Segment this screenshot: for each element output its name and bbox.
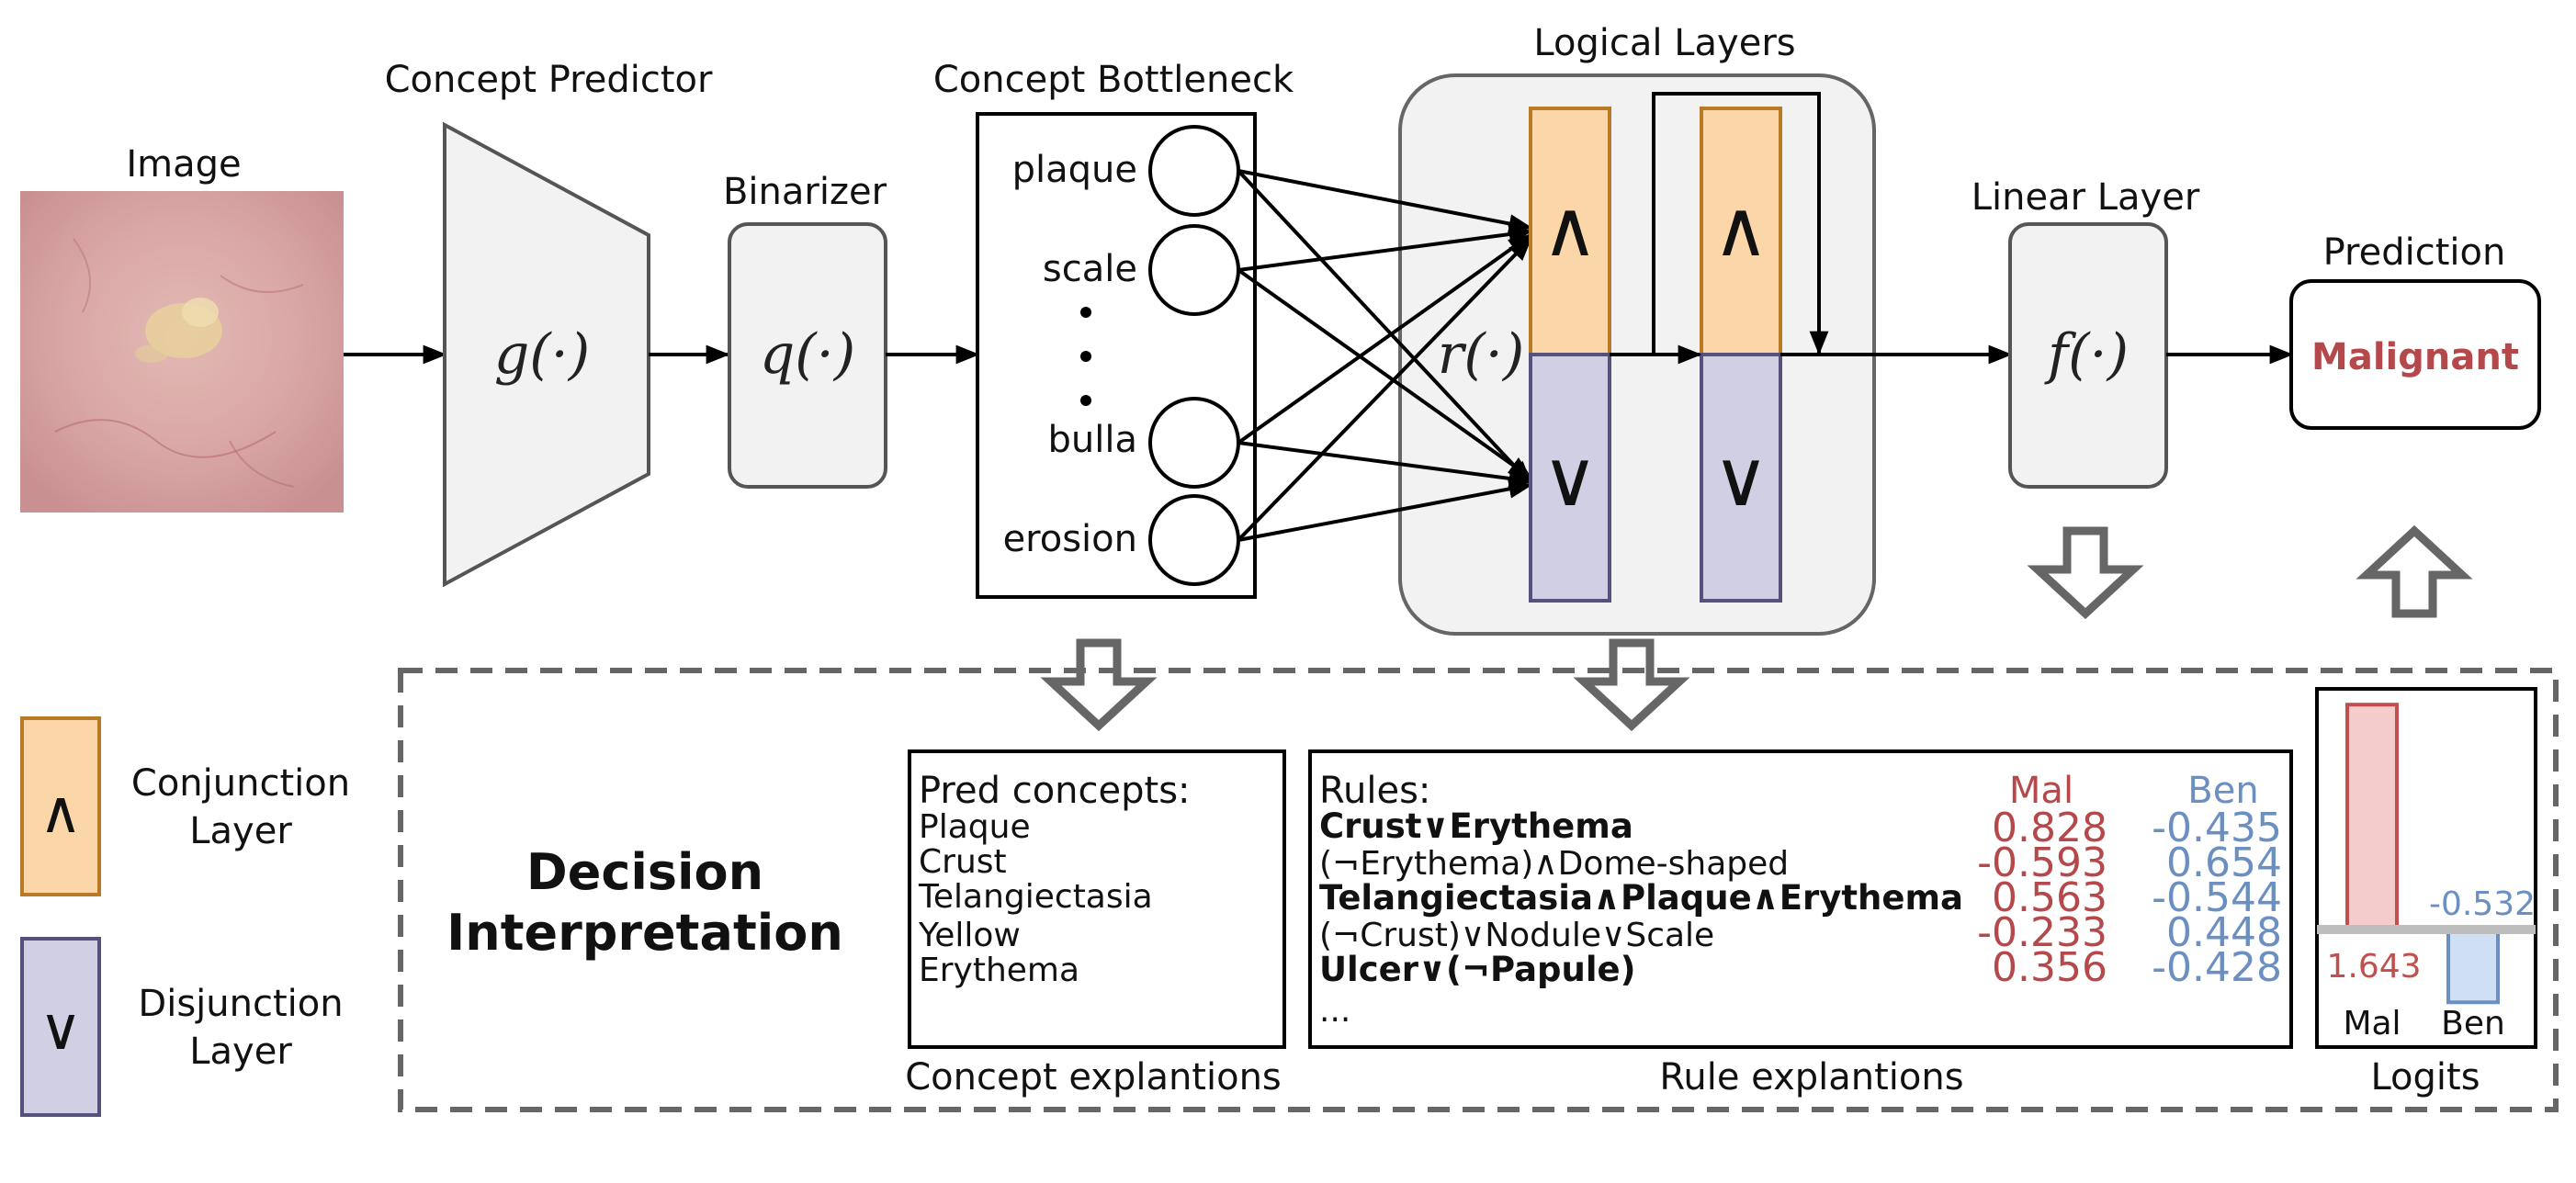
f-function-label: f(·) bbox=[2044, 322, 2129, 387]
logical-layers-title: Logical Layers bbox=[1533, 22, 1795, 64]
and-symbol-1: ∧ bbox=[1542, 184, 1598, 274]
rule-row: (¬Erythema)∧Dome-shaped -0.593 0.654 bbox=[1319, 839, 2282, 886]
hollow-arrow-down-bottleneck bbox=[1040, 638, 1158, 732]
disjunction-bar-1 bbox=[1529, 353, 1611, 603]
legend-conjunction-swatch bbox=[20, 716, 101, 896]
hollow-arrow-down-linear bbox=[2027, 526, 2144, 620]
rule-row: Telangiectasia∧Plaque∧Erythema 0.563 -0.… bbox=[1319, 874, 2282, 921]
legend-conjunction-line2: Layer bbox=[189, 810, 292, 852]
image-title: Image bbox=[126, 143, 241, 186]
logit-category-label: Ben bbox=[2441, 1005, 2505, 1042]
rule-mal-value: 0.356 bbox=[1992, 944, 2107, 991]
decision-title-line2: Interpretation bbox=[446, 904, 843, 962]
rule-text: (¬Erythema)∧Dome-shaped bbox=[1319, 845, 1789, 883]
legend-and-symbol: ∧ bbox=[40, 779, 83, 847]
logit-category-label: Mal bbox=[2343, 1005, 2401, 1042]
binarizer-title: Binarizer bbox=[723, 171, 887, 213]
rule-row: Ulcer∨(¬Papule) 0.356 -0.428 bbox=[1319, 944, 2282, 991]
legend-disjunction-swatch bbox=[20, 937, 101, 1117]
hollow-arrow-up-prediction bbox=[2356, 524, 2473, 618]
rule-explanations-box bbox=[1308, 749, 2293, 1049]
and-symbol-2: ∧ bbox=[1712, 184, 1768, 274]
ellipsis-dots bbox=[1080, 307, 1091, 406]
g-function-label: g(·) bbox=[494, 322, 590, 387]
q-function-label: q(·) bbox=[760, 322, 855, 387]
r-function-label: r(·) bbox=[1438, 322, 1525, 387]
pred-concept-item: Telangiectasia bbox=[918, 878, 1153, 916]
logit-bar-ben bbox=[2446, 928, 2500, 1005]
rule-ben-value: -0.435 bbox=[2152, 805, 2282, 851]
pred-concept-item: Crust bbox=[919, 843, 1007, 881]
concept-node-scale bbox=[1148, 224, 1240, 316]
prediction-value: Malignant bbox=[2311, 336, 2519, 378]
legend-disjunction-line1: Disjunction bbox=[138, 983, 343, 1025]
rule-text: Crust∨Erythema bbox=[1319, 806, 1633, 846]
rule-mal-value: 0.828 bbox=[1992, 805, 2107, 851]
legend-conjunction-line1: Conjunction bbox=[131, 762, 350, 805]
rule-row: Crust∨Erythema 0.828 -0.435 bbox=[1319, 805, 2282, 851]
decision-interpretation-frame bbox=[398, 668, 2559, 1112]
rule-ben-value: 0.448 bbox=[2166, 909, 2282, 956]
concept-node-plaque bbox=[1148, 125, 1240, 217]
prediction-box bbox=[2289, 279, 2541, 430]
rule-row: (¬Crust)∨Nodule∨Scale -0.233 0.448 bbox=[1319, 909, 2282, 956]
concept-label-bulla: bulla bbox=[1048, 419, 1137, 461]
legend-disjunction-line2: Layer bbox=[189, 1031, 292, 1073]
rule-text: Telangiectasia∧Plaque∧Erythema bbox=[1319, 878, 1963, 918]
skin-lesion-image bbox=[20, 191, 344, 513]
rule-text: Ulcer∨(¬Papule) bbox=[1319, 950, 1636, 989]
concept-predictor-shape bbox=[443, 121, 650, 588]
pred-concept-item: Erythema bbox=[919, 952, 1079, 989]
concept-predictor-title: Concept Predictor bbox=[385, 59, 713, 101]
concept-node-erosion bbox=[1148, 494, 1240, 586]
mal-column-header: Mal bbox=[2009, 770, 2073, 812]
logit-value-label: 1.643 bbox=[2326, 948, 2421, 986]
pred-concept-item: Plaque bbox=[919, 808, 1031, 846]
concept-explanations-box bbox=[908, 749, 1286, 1049]
rule-explanations-caption: Rule explantions bbox=[1659, 1056, 1963, 1098]
rule-text: (¬Crust)∨Nodule∨Scale bbox=[1319, 917, 1714, 954]
rules-header: Rules: bbox=[1319, 770, 1430, 812]
or-symbol-1: ∨ bbox=[1542, 434, 1598, 524]
or-symbol-2: ∨ bbox=[1712, 434, 1768, 524]
concept-label-erosion: erosion bbox=[1003, 518, 1137, 560]
rule-ben-value: -0.544 bbox=[2152, 874, 2282, 921]
rule-ben-value: -0.428 bbox=[2152, 944, 2282, 991]
logits-caption: Logits bbox=[2370, 1056, 2480, 1098]
pred-concept-item: Yellow bbox=[918, 917, 1021, 954]
linear-layer-title: Linear Layer bbox=[1972, 176, 2200, 219]
bottleneck-connections bbox=[1237, 169, 1533, 542]
concept-label-plaque: plaque bbox=[1012, 149, 1137, 191]
logit-bar-mal bbox=[2345, 703, 2399, 931]
logit-value-label: -0.532 bbox=[2429, 885, 2536, 923]
rule-mal-value: -0.593 bbox=[1977, 839, 2107, 886]
rule-mal-value: 0.563 bbox=[1992, 874, 2107, 921]
decision-title-line1: Decision bbox=[526, 843, 763, 901]
legend-or-symbol: ∨ bbox=[40, 996, 83, 1064]
concept-explanations-caption: Concept explantions bbox=[905, 1056, 1282, 1098]
skip-connection-arrow bbox=[1652, 92, 1829, 355]
rule-ben-value: 0.654 bbox=[2166, 839, 2282, 886]
hollow-arrow-down-logical bbox=[1573, 638, 1690, 732]
ben-column-header: Ben bbox=[2187, 770, 2258, 812]
bottleneck-title: Concept Bottleneck bbox=[933, 59, 1294, 101]
concept-label-scale: scale bbox=[1043, 248, 1137, 290]
prediction-title: Prediction bbox=[2323, 231, 2506, 274]
rule-mal-value: -0.233 bbox=[1977, 909, 2107, 956]
concept-node-bulla bbox=[1148, 397, 1240, 489]
pred-concepts-header: Pred concepts: bbox=[919, 770, 1191, 812]
rules-ellipsis: ... bbox=[1319, 992, 1350, 1030]
disjunction-bar-2 bbox=[1700, 353, 1782, 603]
